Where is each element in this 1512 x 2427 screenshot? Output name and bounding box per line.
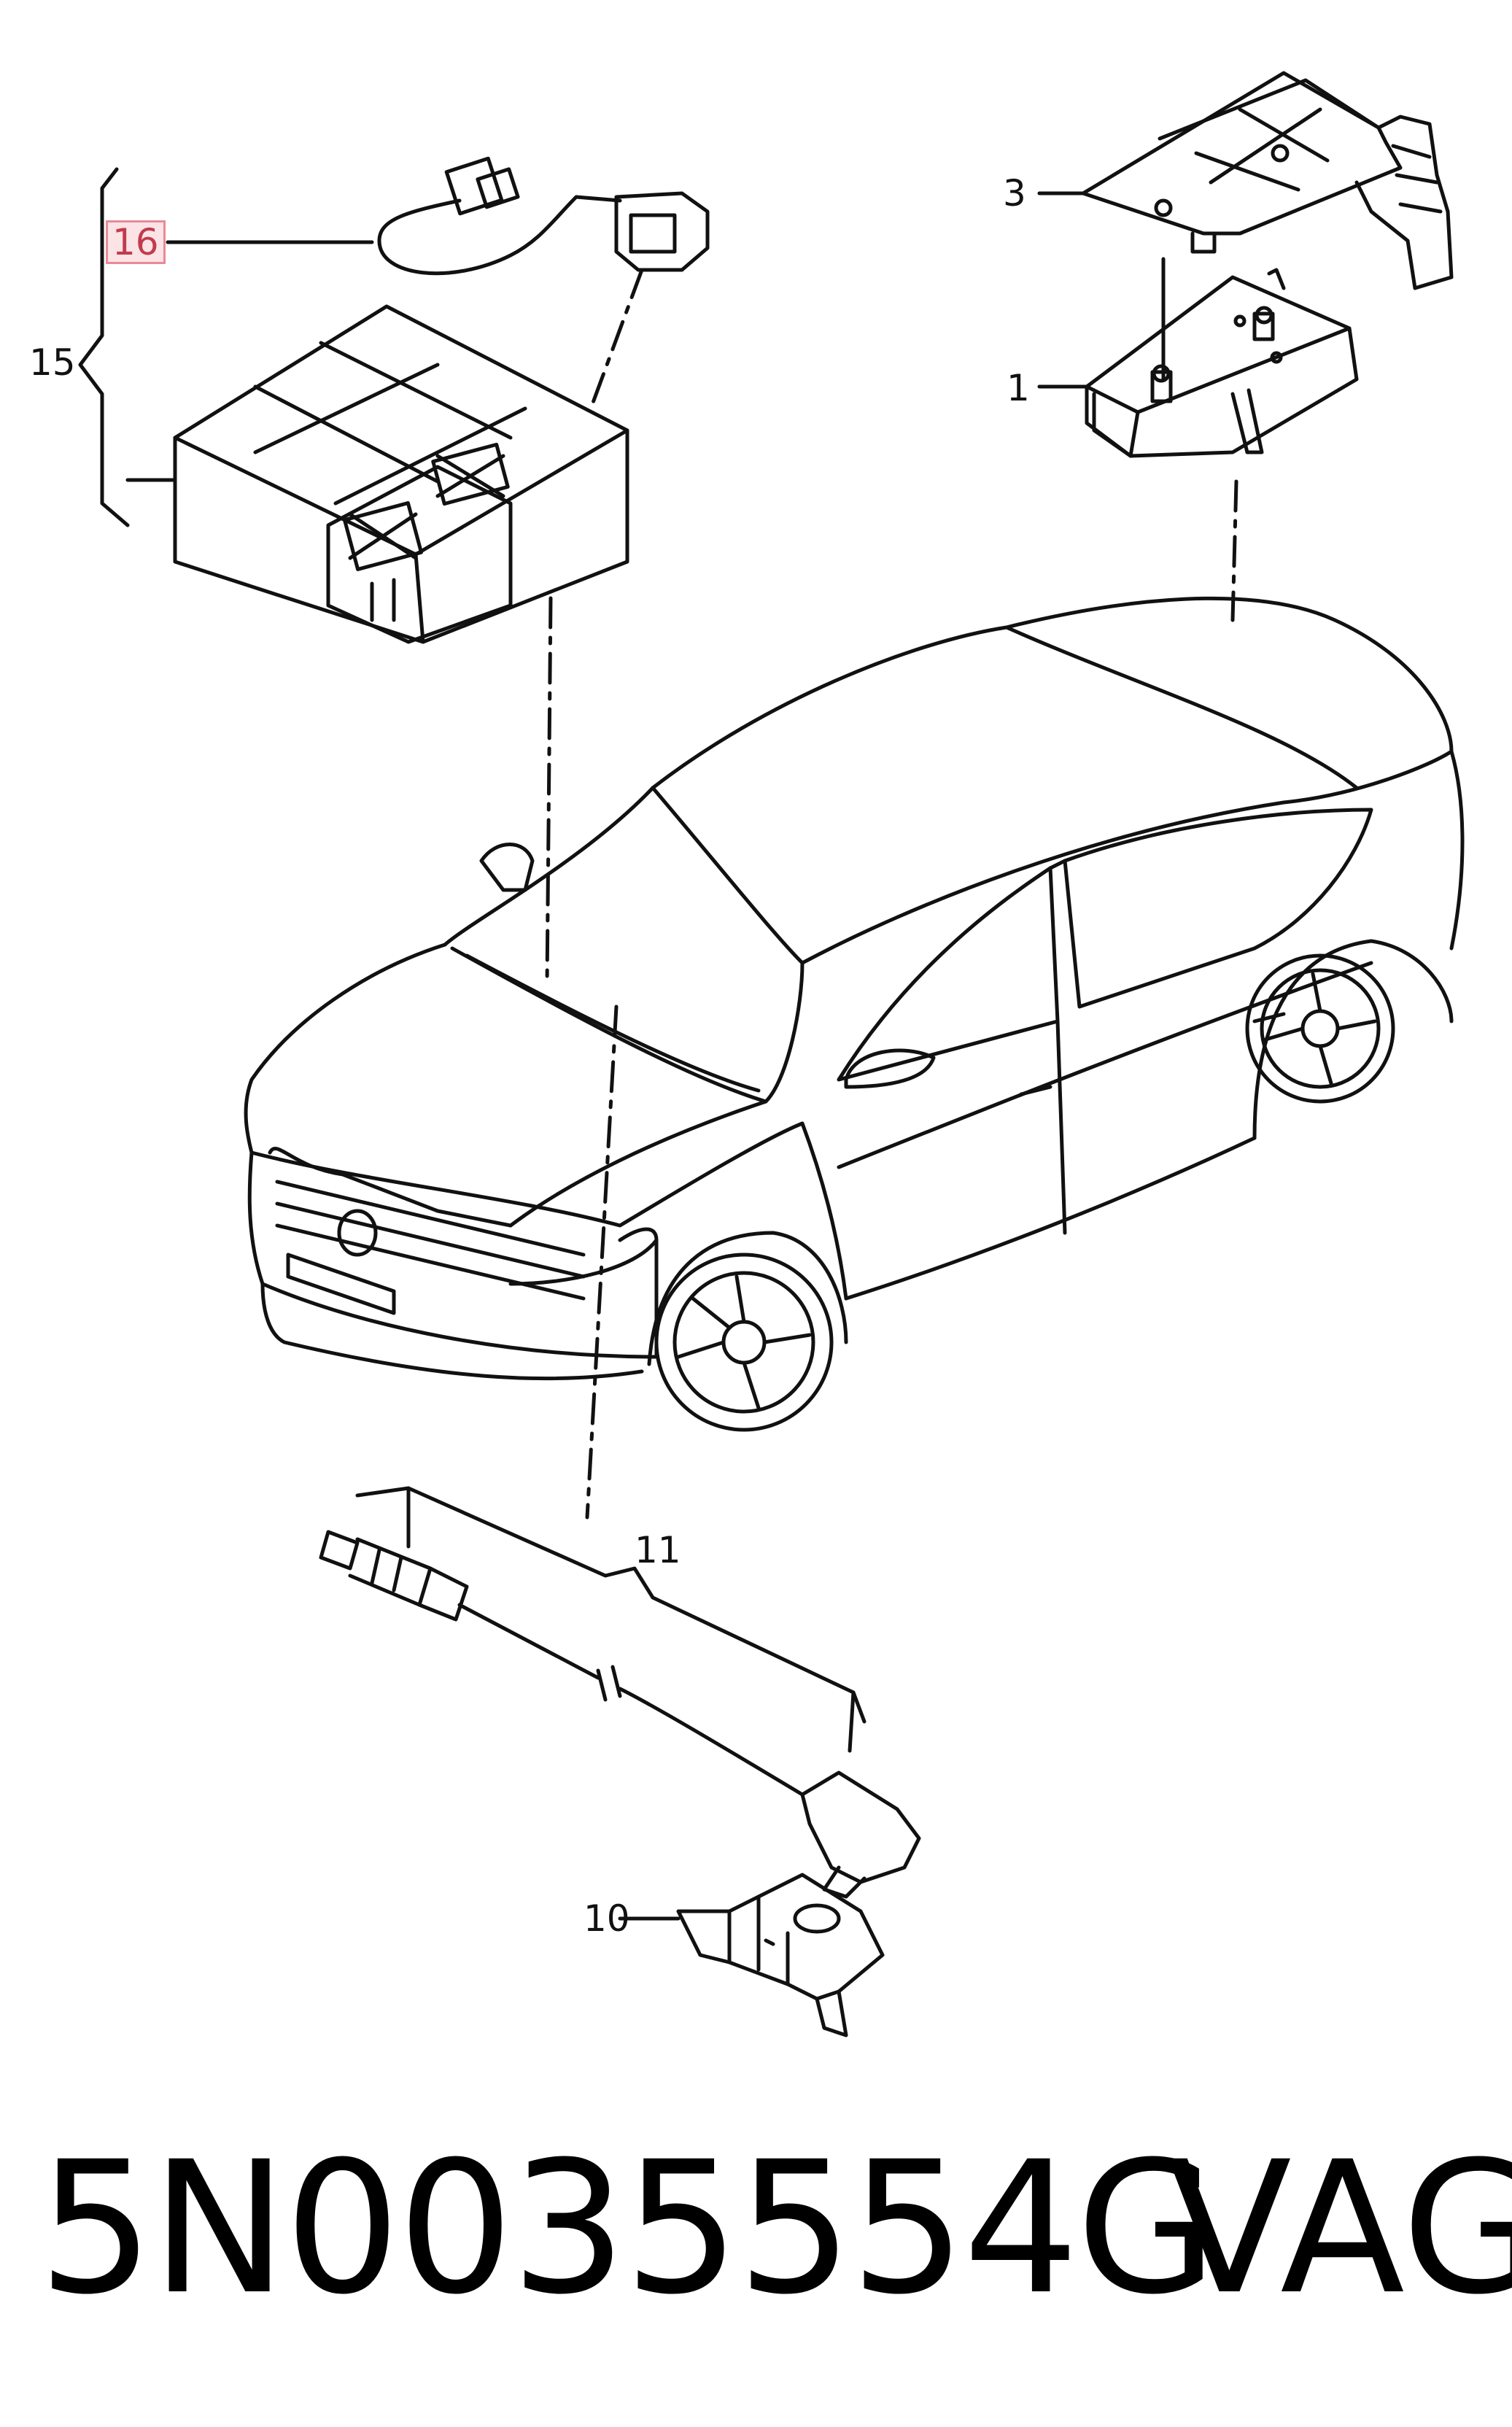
callout-1: 1 bbox=[1007, 367, 1030, 409]
parts-diagram bbox=[78, 71, 1465, 2037]
callout-3: 3 bbox=[1003, 172, 1026, 214]
callout-15: 15 bbox=[29, 341, 76, 384]
callout-10: 10 bbox=[584, 1897, 630, 1940]
aux-cable bbox=[319, 1486, 921, 1899]
aux-socket bbox=[618, 1873, 885, 2037]
callout-16: 16 bbox=[106, 220, 166, 264]
brand-label: VAG bbox=[1167, 2122, 1512, 2334]
car-body bbox=[244, 596, 1465, 1432]
callout-11: 11 bbox=[635, 1529, 681, 1571]
control-unit-with-bracket bbox=[1037, 71, 1454, 622]
part-number: 5N0035554G bbox=[38, 2122, 1217, 2334]
media-interface-box bbox=[78, 156, 710, 644]
